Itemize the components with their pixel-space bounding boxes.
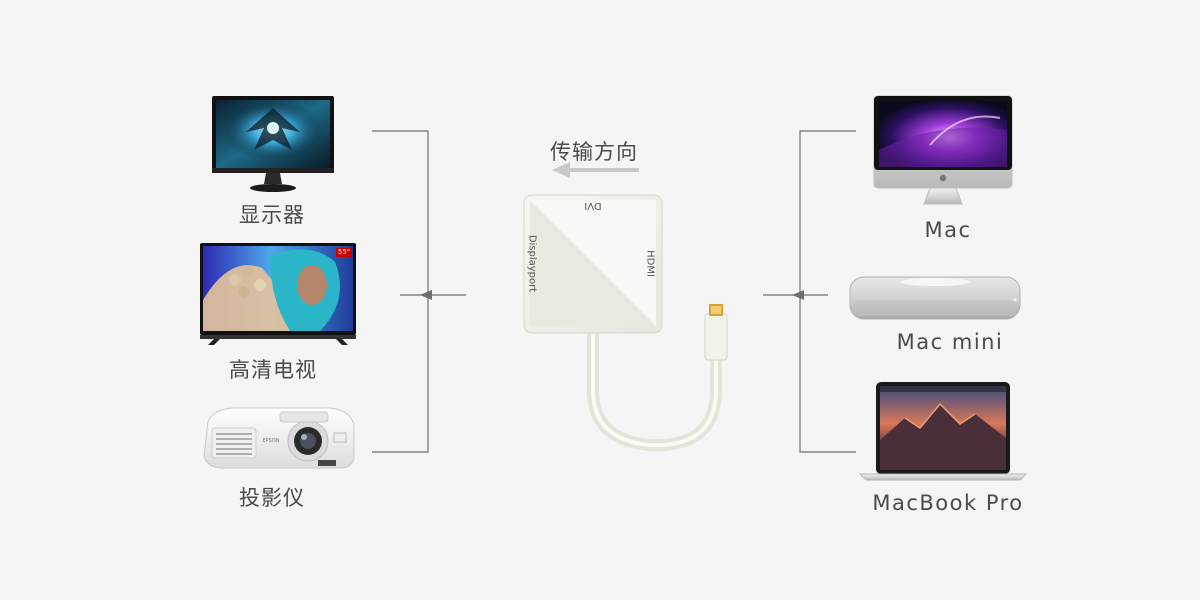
adapter-body	[523, 194, 663, 334]
source-label-macbook-pro: MacBook Pro	[872, 491, 1024, 515]
source-label-mac-mini: Mac mini	[896, 330, 1004, 354]
mac-mini-image	[849, 276, 1021, 320]
macbook-pro-image	[858, 382, 1028, 481]
right-arrow-marker	[792, 290, 804, 300]
output-label-hdtv: 高清电视	[229, 358, 317, 382]
left-arrow-marker	[420, 290, 432, 300]
mac-image	[873, 95, 1013, 205]
hdtv-image	[200, 243, 356, 345]
adapter-port-hdmi: HDMI	[644, 250, 656, 277]
adapter-port-dvi: DVI	[584, 200, 602, 211]
tv-size-badge: 55"	[337, 248, 351, 256]
monitor-image	[212, 96, 334, 192]
direction-label: 传输方向	[550, 140, 638, 164]
source-label-mac: Mac	[924, 218, 972, 242]
right-connector-lines	[763, 130, 856, 453]
output-label-projector: 投影仪	[239, 486, 305, 510]
adapter-port-displayport: Displayport	[526, 234, 538, 293]
projector-brand: EPSON	[262, 438, 280, 444]
left-connector-lines	[372, 130, 466, 453]
projector-image	[203, 407, 355, 469]
output-label-monitor: 显示器	[239, 203, 305, 227]
adapter-cable	[587, 304, 728, 452]
direction-arrow	[552, 162, 639, 178]
